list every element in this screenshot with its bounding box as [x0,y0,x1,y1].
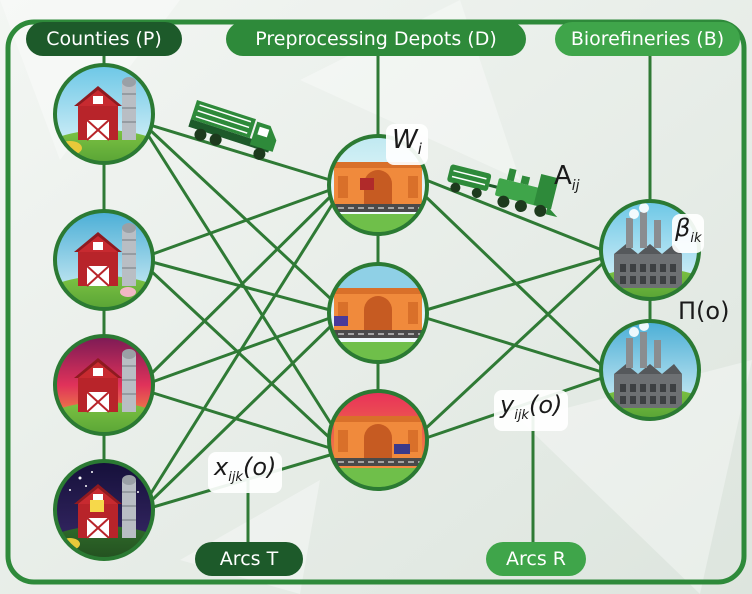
w-sub: i [417,140,422,159]
y-sub: ijk [514,407,529,423]
y-tail: (o) [528,391,563,419]
beta-main: β [675,214,691,242]
county-node-1 [53,63,155,165]
beta-sub: ik [690,230,702,246]
county-node-3 [53,334,155,436]
label-beta-ik: βik [672,214,705,253]
x-tail: (o) [242,453,277,481]
label-arcs-t: Arcs T [195,542,303,576]
label-pi-o: Π(o) [678,297,730,325]
header-preprocessing-depots: Preprocessing Depots (D) [226,22,526,56]
x-sub: ijk [228,469,243,485]
depot-node-3 [327,389,429,491]
arcs-t-edges [146,123,337,510]
label-x-ijk-o: xijk(o) [208,452,283,493]
w-main: W [392,125,418,155]
train-icon [447,164,559,218]
county-node-2 [53,209,155,311]
a-sub: ij [571,178,580,195]
x-main: x [214,453,229,481]
label-arcs-r: Arcs R [486,542,586,576]
depot-node-2 [327,262,429,364]
label-y-ijk-o: yijk(o) [494,390,569,431]
header-biorefineries: Biorefineries (B) [555,22,740,56]
label-w-i: Wi [386,124,428,166]
biorefinery-node-2 [599,319,701,421]
label-a-ij: Aij [548,160,586,202]
y-main: y [500,391,515,419]
header-counties: Counties (P) [26,22,182,56]
truck-icon [188,100,277,160]
a-main: A [554,161,572,191]
